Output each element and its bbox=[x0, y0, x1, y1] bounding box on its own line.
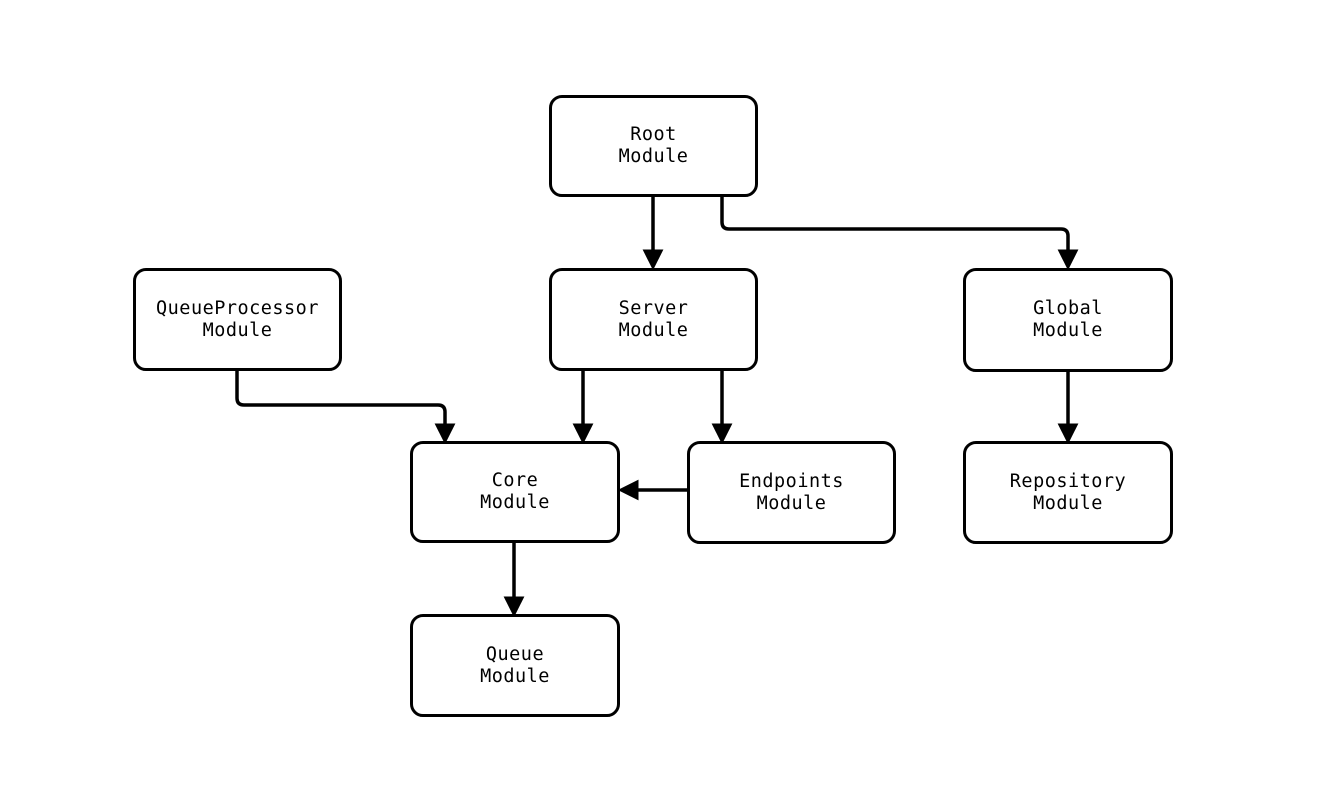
node-root-module[interactable]: Root Module bbox=[549, 95, 758, 197]
node-label-line1: Root bbox=[630, 124, 677, 145]
node-label-line2: Module bbox=[480, 492, 550, 513]
node-label-line2: Module bbox=[202, 319, 273, 341]
node-label-line1: Server bbox=[618, 297, 689, 319]
node-core-module[interactable]: Core Module bbox=[410, 441, 620, 543]
node-label-line2: Module bbox=[1033, 320, 1103, 341]
node-label-line1: Repository bbox=[1009, 470, 1127, 492]
node-server-module[interactable]: Server Module bbox=[549, 268, 758, 371]
node-label-line1: QueueProcessor bbox=[156, 297, 319, 319]
node-label-line1: Queue bbox=[485, 643, 545, 665]
node-repository-module[interactable]: Repository Module bbox=[963, 441, 1173, 544]
node-label-line1: Endpoints bbox=[739, 470, 844, 492]
node-global-module[interactable]: Global Module bbox=[963, 268, 1173, 372]
node-label-line1: Global bbox=[1033, 298, 1103, 319]
node-queue-module[interactable]: Queue Module bbox=[410, 614, 620, 717]
node-endpoints-module[interactable]: Endpoints Module bbox=[687, 441, 896, 544]
node-label-line1: Core bbox=[491, 470, 539, 491]
node-label-line2: Module bbox=[756, 492, 827, 514]
node-label-line2: Module bbox=[1033, 492, 1103, 514]
node-queueprocessor-module[interactable]: QueueProcessor Module bbox=[133, 268, 342, 371]
edge-root-to-global bbox=[720, 197, 1079, 271]
node-label-line2: Module bbox=[618, 319, 689, 341]
node-label-line2: Module bbox=[618, 146, 689, 167]
node-label-line2: Module bbox=[480, 665, 550, 687]
edge-queueprocessor-to-core bbox=[235, 371, 456, 445]
